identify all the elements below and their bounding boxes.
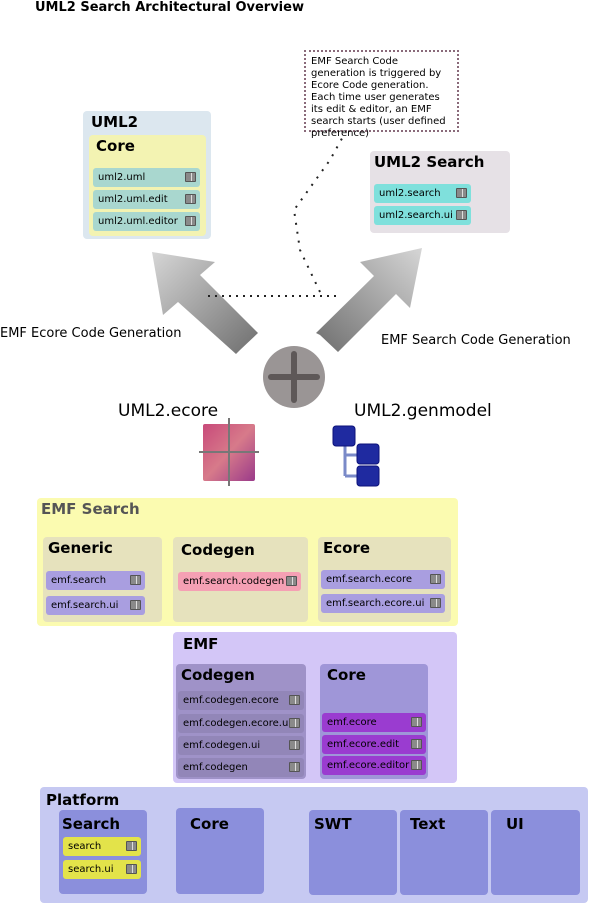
- jar-icon: [411, 760, 422, 770]
- bundle-uml2-uml-edit[interactable]: uml2.uml.edit: [93, 190, 200, 209]
- annotation-note: EMF Search Code generation is triggered …: [304, 50, 459, 139]
- bundle-emf-codegen[interactable]: emf.codegen: [178, 758, 304, 777]
- bundle-emf-codegen-ecore[interactable]: emf.codegen.ecore: [178, 691, 304, 710]
- jar-icon: [185, 216, 196, 226]
- bundle-label: uml2.search: [379, 188, 441, 199]
- bundle-emf-search-ecore[interactable]: emf.search.ecore: [321, 570, 445, 589]
- jar-icon: [411, 717, 422, 727]
- bundle-label: emf.ecore: [327, 717, 377, 728]
- platform-text-package: [400, 810, 488, 895]
- platform-search-label: Search: [62, 815, 121, 833]
- jar-icon: [130, 575, 141, 585]
- ecore-model-icon: [199, 418, 259, 486]
- bundle-label: uml2.uml.editor: [98, 216, 178, 227]
- platform-core-label: Core: [190, 815, 229, 833]
- search-generation-arrow: [316, 248, 422, 352]
- bundle-label: emf.search.ui: [51, 600, 119, 611]
- genmodel-label: UML2.genmodel: [354, 401, 492, 421]
- bundle-label: uml2.uml: [98, 172, 146, 183]
- bundle-label: emf.codegen.ecore: [183, 695, 279, 706]
- emf-core-label: Core: [327, 666, 366, 684]
- bundle-uml2-search[interactable]: uml2.search: [374, 184, 471, 203]
- jar-icon: [286, 576, 297, 586]
- jar-icon: [456, 188, 467, 198]
- bundle-label: emf.codegen.ecore.ui: [183, 718, 292, 729]
- bundle-label: search: [68, 841, 102, 852]
- jar-icon: [289, 762, 300, 772]
- uml2-label: UML2: [91, 113, 139, 131]
- emfsearch-label: EMF Search: [41, 500, 140, 518]
- page-title: UML2 Search Architectural Overview: [35, 0, 304, 15]
- bundle-label: search.ui: [68, 864, 114, 875]
- jar-icon: [130, 600, 141, 610]
- emf-codegen-label: Codegen: [181, 666, 255, 684]
- bundle-label: uml2.uml.edit: [98, 194, 168, 205]
- jar-icon: [289, 740, 300, 750]
- bundle-emf-ecore-editor[interactable]: emf.ecore.editor: [322, 756, 426, 775]
- bundle-uml2-uml-editor[interactable]: uml2.uml.editor: [93, 212, 200, 231]
- platform-swt-package: [309, 810, 397, 895]
- bundle-label: emf.search.ecore: [326, 574, 413, 585]
- jar-icon: [430, 574, 441, 584]
- bundle-label: emf.search.ecore.ui: [326, 598, 425, 609]
- jar-icon: [185, 194, 196, 204]
- platform-swt-label: SWT: [314, 815, 352, 833]
- platform-ui-package: [491, 810, 580, 895]
- search-generation-label: EMF Search Code Generation: [381, 333, 571, 348]
- ecore-generation-label: EMF Ecore Code Generation: [0, 326, 182, 341]
- bundle-search-ui[interactable]: search.ui: [63, 860, 141, 879]
- jar-icon: [185, 172, 196, 182]
- bundle-label: uml2.search.ui: [379, 210, 453, 221]
- bundle-label: emf.codegen: [183, 762, 248, 773]
- bundle-emf-codegen-ui[interactable]: emf.codegen.ui: [178, 736, 304, 755]
- bundle-search[interactable]: search: [63, 837, 141, 856]
- jar-icon: [126, 841, 137, 851]
- ecore-model-label: UML2.ecore: [118, 401, 219, 421]
- bundle-emf-codegen-ecore-ui[interactable]: emf.codegen.ecore.ui: [178, 714, 304, 733]
- bundle-label: emf.search: [51, 575, 107, 586]
- jar-icon: [411, 739, 422, 749]
- uml2-core-label: Core: [96, 137, 135, 155]
- bundle-label: emf.search.codegen: [183, 576, 285, 587]
- platform-text-label: Text: [410, 815, 446, 833]
- ecore-generation-arrow: [152, 252, 258, 354]
- bundle-emf-search-codegen[interactable]: emf.search.codegen: [178, 572, 301, 591]
- jar-icon: [289, 718, 300, 728]
- jar-icon: [289, 695, 300, 705]
- platform-ui-label: UI: [506, 815, 524, 833]
- emfsearch-codegen-label: Codegen: [181, 541, 255, 559]
- bundle-label: emf.ecore.edit: [327, 739, 400, 750]
- emfsearch-generic-label: Generic: [48, 539, 113, 557]
- jar-icon: [126, 864, 137, 874]
- jar-icon: [430, 598, 441, 608]
- bundle-uml2-search-ui[interactable]: uml2.search.ui: [374, 206, 471, 225]
- emfsearch-ecore-label: Ecore: [323, 539, 371, 557]
- note-connector: [292, 132, 346, 293]
- bundle-emf-search[interactable]: emf.search: [46, 571, 145, 590]
- bundle-label: emf.codegen.ui: [183, 740, 261, 751]
- uml2search-label: UML2 Search: [374, 153, 485, 171]
- bundle-emf-search-ecore-ui[interactable]: emf.search.ecore.ui: [321, 594, 445, 613]
- platform-label: Platform: [46, 791, 120, 809]
- bundle-emf-ecore[interactable]: emf.ecore: [322, 713, 426, 732]
- genmodel-icon: [332, 425, 380, 487]
- platform-core-package: [176, 808, 264, 894]
- emf-label: EMF: [183, 635, 219, 653]
- bundle-emf-ecore-edit[interactable]: emf.ecore.edit: [322, 735, 426, 754]
- bundle-label: emf.ecore.editor: [327, 760, 410, 771]
- bundle-emf-search-ui[interactable]: emf.search.ui: [46, 596, 145, 615]
- bundle-uml2-uml[interactable]: uml2.uml: [93, 168, 200, 187]
- jar-icon: [456, 210, 467, 220]
